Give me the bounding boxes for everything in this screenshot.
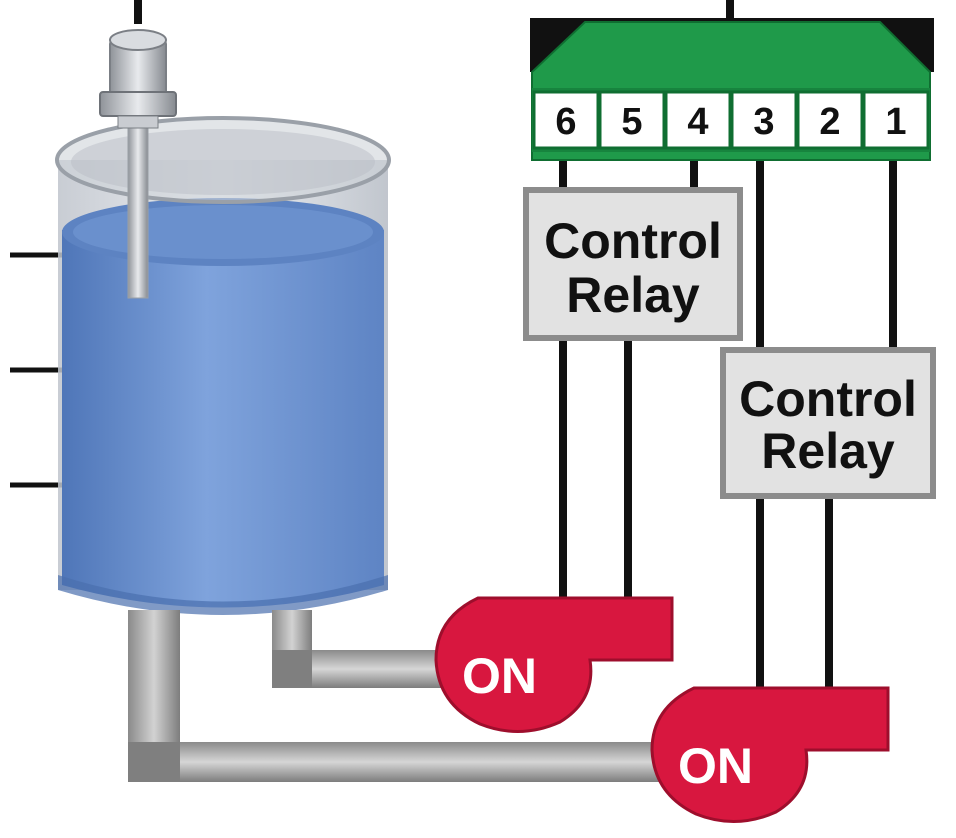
control-relay-1: Control Relay — [523, 187, 743, 341]
tank — [10, 116, 391, 615]
relay-2-line-2: Relay — [761, 423, 895, 479]
terminal-label-5: 5 — [621, 101, 642, 143]
switch-1-label: ON — [462, 648, 537, 704]
relay-1-box — [523, 187, 743, 341]
relay-2-line-1: Control — [739, 371, 917, 427]
probe-rod — [127, 109, 149, 299]
terminal-cell-6 — [532, 90, 600, 150]
control-relay-2: Control Relay — [720, 347, 936, 499]
switch-2: ON — [650, 686, 890, 823]
terminal-cell-1 — [862, 90, 930, 150]
terminal-label-1: 1 — [885, 101, 906, 143]
relay-2-box — [720, 347, 936, 499]
terminal-cell-4 — [664, 90, 732, 150]
terminal-cell-2 — [796, 90, 864, 150]
wiring — [134, 0, 897, 690]
terminal-block: 6 5 4 3 2 1 — [530, 18, 934, 161]
relay-1-line-2: Relay — [566, 267, 700, 323]
tank-water — [62, 230, 384, 608]
terminal-label-2: 2 — [819, 101, 840, 143]
terminal-cell-5 — [598, 90, 666, 150]
terminal-cell-3 — [730, 90, 798, 150]
switch-1-body — [434, 596, 674, 733]
relay-1-line-1: Control — [544, 213, 722, 269]
pipe-outlet-2-elbow — [128, 742, 180, 782]
pipe-outlet-1-elbow — [272, 650, 312, 688]
terminal-label-3: 3 — [753, 101, 774, 143]
switch-2-label: ON — [678, 738, 753, 794]
tank-rim-inner — [71, 129, 375, 195]
switch-1: ON — [434, 596, 674, 733]
probe-collar — [117, 115, 159, 129]
tank-bottom — [58, 575, 388, 615]
water-surface-highlight — [73, 205, 373, 259]
probe-cap — [109, 29, 167, 51]
pipe-outlet-2-across — [128, 742, 668, 782]
terminal-label-6: 6 — [555, 101, 576, 143]
piping — [128, 610, 668, 782]
probe-nut — [99, 91, 177, 117]
level-probe — [99, 29, 177, 299]
switch-2-body — [650, 686, 890, 823]
terminal-label-4: 4 — [687, 101, 708, 143]
